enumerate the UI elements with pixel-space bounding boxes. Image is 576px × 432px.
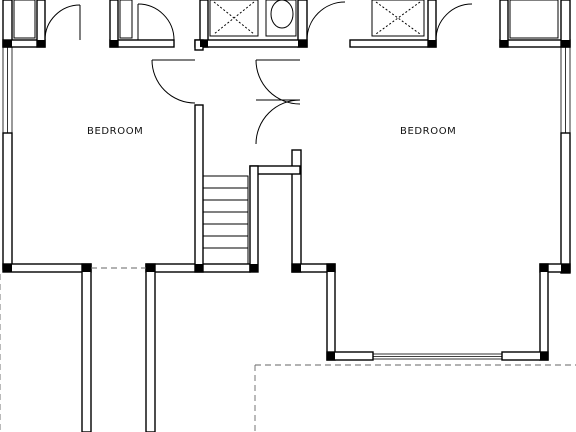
door-swing xyxy=(255,59,301,105)
wall-left-outer-lower xyxy=(2,132,13,270)
post xyxy=(3,264,12,272)
corner-posts xyxy=(3,40,570,360)
windows xyxy=(2,46,571,360)
door-swing xyxy=(137,3,175,41)
post xyxy=(298,40,307,47)
post xyxy=(3,40,12,47)
post xyxy=(146,264,155,272)
wall-bay-left xyxy=(326,263,336,361)
post xyxy=(561,40,570,47)
closet-shelf xyxy=(13,0,36,39)
room-label-bedroom-right: BEDROOM xyxy=(400,126,457,137)
wall-closet-right-b xyxy=(499,0,509,48)
post xyxy=(250,264,258,272)
shower-right xyxy=(371,0,425,37)
stairs xyxy=(202,175,249,265)
closet-shelf xyxy=(509,0,559,39)
wall-left-bedroom-bottom xyxy=(2,263,92,273)
post xyxy=(540,264,548,272)
dashed-lines xyxy=(0,267,576,432)
wall-left-top-b xyxy=(109,39,175,48)
post xyxy=(561,264,570,273)
door-swing xyxy=(435,3,473,41)
fixtures xyxy=(13,0,559,39)
wall-hall-left xyxy=(194,104,204,273)
room-label-bedroom-left: BEDROOM xyxy=(87,126,144,137)
shower-left xyxy=(209,0,259,37)
wall-right-outer-lower xyxy=(560,132,571,274)
post xyxy=(540,352,548,360)
post xyxy=(37,40,45,47)
wall-top-mid xyxy=(194,39,308,48)
post xyxy=(195,264,203,272)
wall-closet-mid xyxy=(109,0,119,48)
wall-closet-left xyxy=(36,0,46,48)
wall-top-right-b xyxy=(499,39,571,48)
door-swing xyxy=(44,4,81,41)
wall-closet-right-a xyxy=(427,0,437,48)
door-swing xyxy=(151,59,196,104)
doors xyxy=(44,1,473,145)
post xyxy=(110,40,118,47)
post xyxy=(292,264,301,272)
post xyxy=(82,264,91,272)
vanity xyxy=(265,0,297,37)
post xyxy=(428,40,436,47)
wall-top-right-a xyxy=(349,39,437,48)
wall-corridor-right xyxy=(145,263,156,432)
stair-run xyxy=(202,175,249,265)
post xyxy=(500,40,508,47)
wall-stair-box-left xyxy=(249,165,259,273)
wall-right-outer xyxy=(560,0,571,48)
post xyxy=(200,40,208,47)
post xyxy=(327,264,335,272)
closet-shelf xyxy=(119,0,133,39)
door-swing xyxy=(306,1,346,41)
wall-corridor-left xyxy=(81,263,92,432)
door-swing xyxy=(255,99,301,145)
post xyxy=(327,352,335,360)
wall-bay-right xyxy=(539,263,549,361)
sink-icon xyxy=(270,0,294,29)
